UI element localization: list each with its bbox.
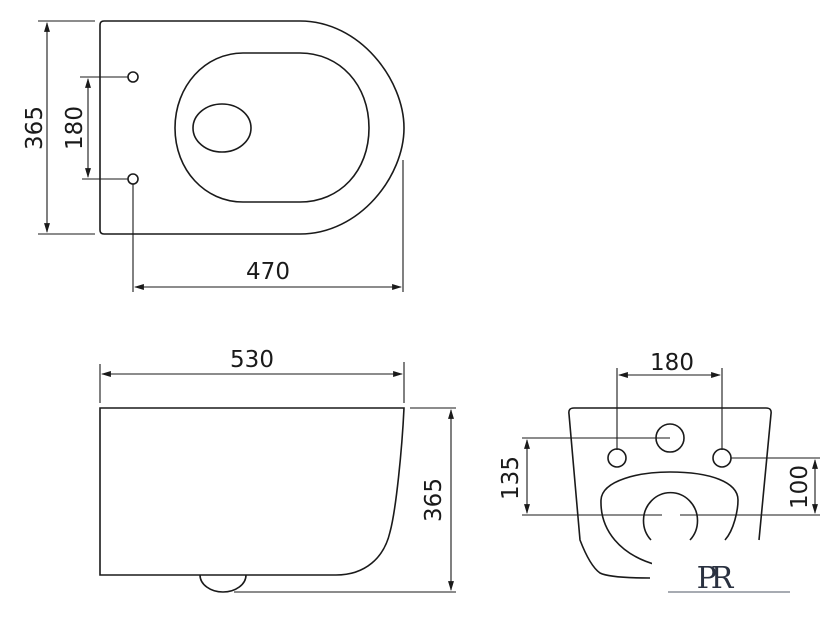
dim-rear-bolts-outlet: 100 <box>787 465 813 509</box>
rear-bolt-left <box>607 448 627 468</box>
rear-view: 180 135 100 <box>498 350 840 613</box>
bolt-hole-bottom <box>127 173 139 185</box>
dim-rear-inlet-outlet: 135 <box>498 456 524 500</box>
side-outlet <box>199 574 247 593</box>
side-view: 530 365 <box>99 347 456 593</box>
bowl-rim <box>174 52 370 203</box>
dim-top-depth: 365 <box>22 106 48 150</box>
bolt-hole-top <box>127 71 139 83</box>
dim-side-height: 365 <box>421 478 447 522</box>
dim-top-bolt-spacing: 180 <box>62 106 88 150</box>
top-view-outline <box>99 20 405 235</box>
dim-top-length: 470 <box>246 259 290 285</box>
top-view: 365 180 470 <box>22 20 405 292</box>
rear-seat-arc <box>600 471 739 566</box>
side-view-outline <box>99 407 405 576</box>
rear-outlet <box>642 491 699 541</box>
bowl-outlet <box>192 103 252 153</box>
rear-bolt-right <box>712 448 732 468</box>
rear-view-outline <box>574 407 772 541</box>
dim-rear-bolt-spacing: 180 <box>650 350 694 376</box>
dim-side-length: 530 <box>230 347 274 373</box>
